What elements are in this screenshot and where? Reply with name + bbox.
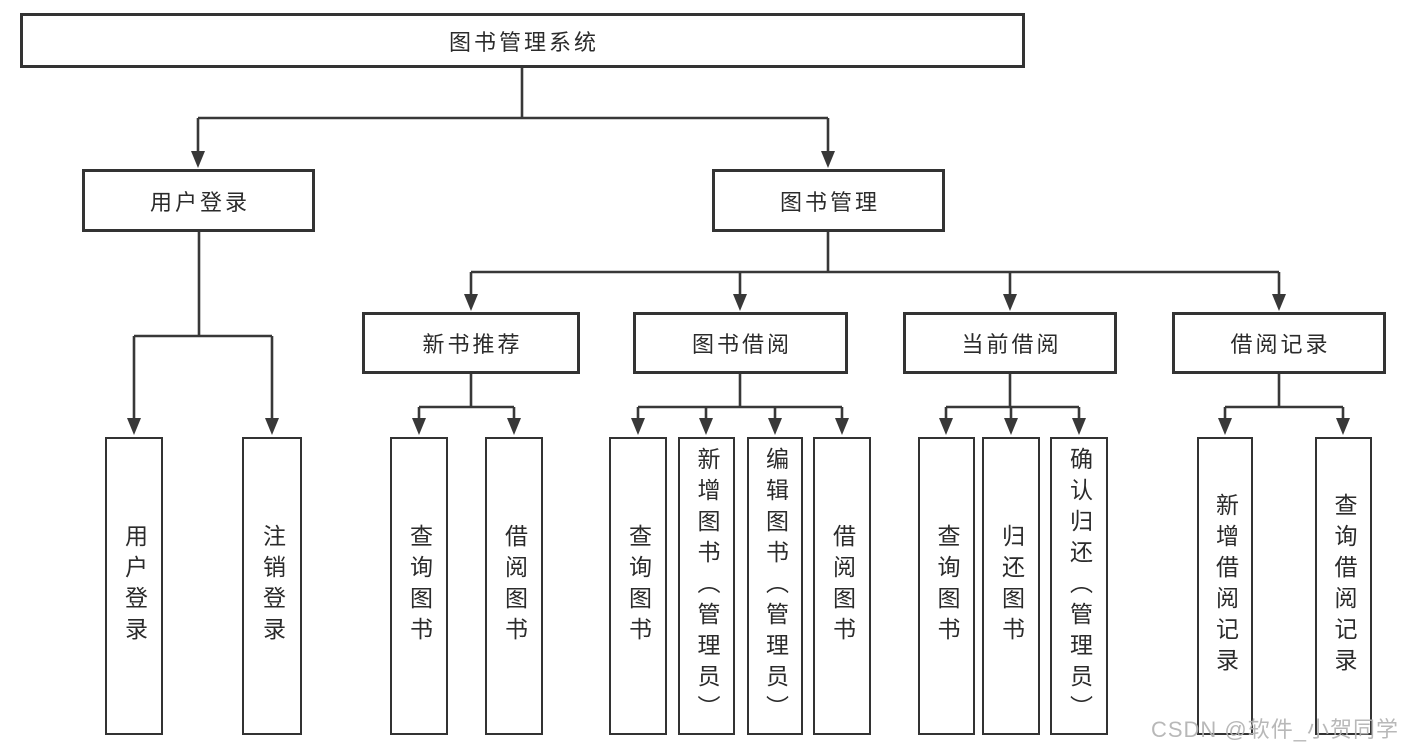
node-label: 图书管理 (779, 189, 880, 215)
node-root: 图书管理系统 (20, 13, 1025, 68)
leaf-logout-login: 注销登录 (242, 437, 302, 735)
node-label: 查询借阅记录 (1331, 493, 1357, 679)
node-label: 用户登录 (149, 189, 250, 215)
node-label: 编辑图书（管理员） (762, 446, 789, 726)
leaf-borrow-books-borrow: 借阅图书 (813, 437, 871, 735)
leaf-query-books-recommend: 查询图书 (390, 437, 448, 735)
leaf-confirm-return-admin: 确认归还（管理员） (1050, 437, 1108, 735)
node-label: 借阅图书 (829, 524, 856, 648)
node-label: 归还图书 (998, 524, 1025, 648)
node-borrow-records: 借阅记录 (1172, 312, 1386, 374)
leaf-query-borrow-record: 查询借阅记录 (1315, 437, 1372, 735)
node-book-borrow: 图书借阅 (633, 312, 848, 374)
leaf-add-borrow-record: 新增借阅记录 (1197, 437, 1253, 735)
connector-book-borrow-to-leaves (636, 374, 844, 420)
node-label: 用户登录 (121, 524, 148, 648)
node-label: 新增图书（管理员） (694, 446, 720, 726)
leaf-return-books: 归还图书 (982, 437, 1040, 735)
node-label: 确认归还（管理员） (1066, 446, 1093, 726)
node-label: 查询图书 (934, 524, 960, 648)
node-new-book-recommend: 新书推荐 (362, 312, 580, 374)
arrowheads (127, 151, 1350, 435)
node-label: 图书借阅 (691, 332, 792, 357)
node-book-management: 图书管理 (712, 169, 945, 232)
leaf-query-books-current: 查询图书 (918, 437, 975, 735)
node-current-borrow: 当前借阅 (903, 312, 1117, 374)
leaf-add-book-admin: 新增图书（管理员） (678, 437, 735, 735)
connector-root-to-level2 (196, 68, 830, 153)
leaf-query-books-borrow: 查询图书 (609, 437, 667, 735)
connector-user-login-to-leaves (132, 232, 274, 420)
leaf-edit-book-admin: 编辑图书（管理员） (747, 437, 803, 735)
node-label: 查询图书 (625, 524, 652, 648)
node-label: 注销登录 (259, 524, 286, 648)
node-label: 当前借阅 (961, 332, 1062, 357)
csdn-watermark: CSDN @软件_小贺同学 (1150, 717, 1399, 742)
connector-book-management-to-level3 (469, 232, 1281, 296)
node-label: 新增借阅记录 (1212, 493, 1239, 679)
node-user-login: 用户登录 (82, 169, 315, 232)
leaf-user-login: 用户登录 (105, 437, 163, 735)
connector-borrow-records-to-leaves (1223, 374, 1345, 420)
node-label: 图书管理系统 (448, 29, 599, 55)
node-label: 借阅图书 (501, 524, 528, 648)
node-label: 查询图书 (406, 524, 433, 648)
connector-current-borrow-to-leaves (944, 374, 1081, 420)
node-label: 新书推荐 (422, 332, 523, 357)
connector-new-book-recommend-to-leaves (417, 374, 516, 420)
leaf-borrow-books-recommend: 借阅图书 (485, 437, 543, 735)
node-label: 借阅记录 (1230, 332, 1331, 357)
